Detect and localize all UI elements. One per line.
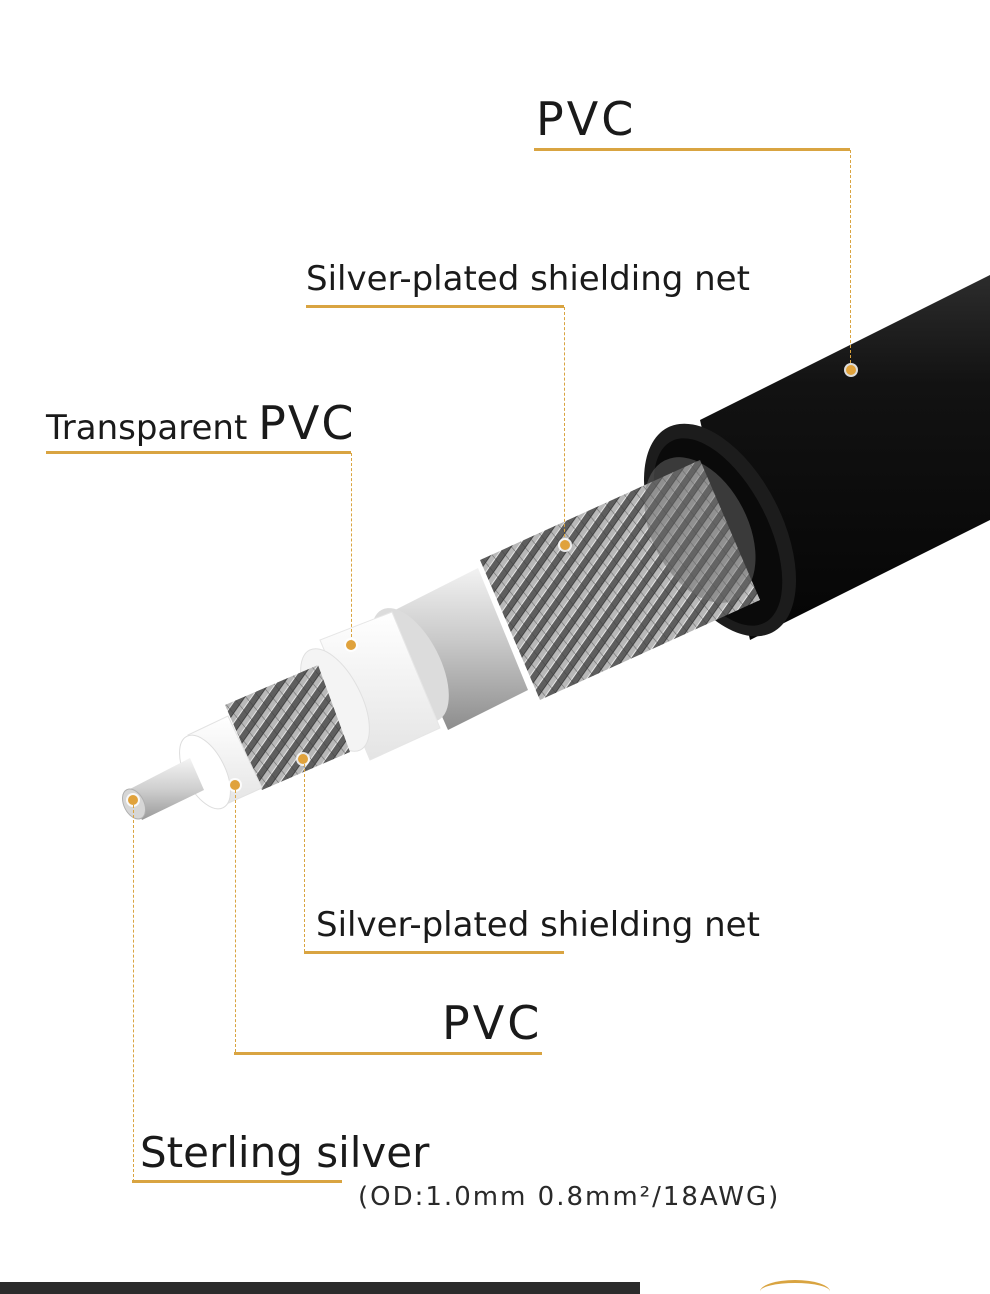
marker-inner-shield: [298, 754, 308, 764]
conductor-pin-shape: [122, 758, 204, 820]
underline-inner-pvc: [234, 1052, 542, 1055]
leader-inner-pvc: [235, 790, 236, 1052]
label-transparent-material: PVC: [258, 396, 356, 450]
next-section-edge: [0, 1280, 990, 1294]
marker-transparent-pvc: [346, 640, 356, 650]
label-transparent-pvc: Transparent PVC: [46, 400, 355, 446]
leader-transparent-pvc: [351, 453, 352, 642]
underline-conductor: [132, 1180, 342, 1183]
strip-arc: [760, 1280, 830, 1294]
inner-pvc-shape: [179, 715, 263, 810]
label-inner-pvc: PVC: [442, 996, 543, 1050]
leader-outer-jacket: [850, 150, 851, 368]
leader-conductor: [133, 805, 134, 1182]
underline-outer-shield: [306, 305, 564, 308]
leader-inner-shield: [304, 764, 305, 952]
inner-shield-shape: [225, 665, 350, 790]
marker-inner-pvc: [230, 780, 240, 790]
label-inner-shield: Silver-plated shielding net: [316, 905, 760, 945]
underline-transparent-pvc: [46, 451, 351, 454]
label-conductor: Sterling silver: [140, 1128, 430, 1177]
underline-outer-jacket: [534, 148, 850, 151]
label-outer-shield: Silver-plated shielding net: [306, 259, 750, 299]
label-transparent-prefix: Transparent: [46, 408, 248, 448]
outer-shield-shape: [480, 457, 760, 700]
marker-conductor: [128, 795, 138, 805]
leader-outer-shield: [564, 307, 565, 542]
label-conductor-spec: (OD:1.0mm 0.8mm²/18AWG): [358, 1182, 781, 1212]
marker-outer-shield: [560, 540, 570, 550]
underline-inner-shield: [304, 951, 564, 954]
marker-outer-jacket: [846, 365, 856, 375]
label-outer-jacket: PVC: [536, 92, 637, 146]
